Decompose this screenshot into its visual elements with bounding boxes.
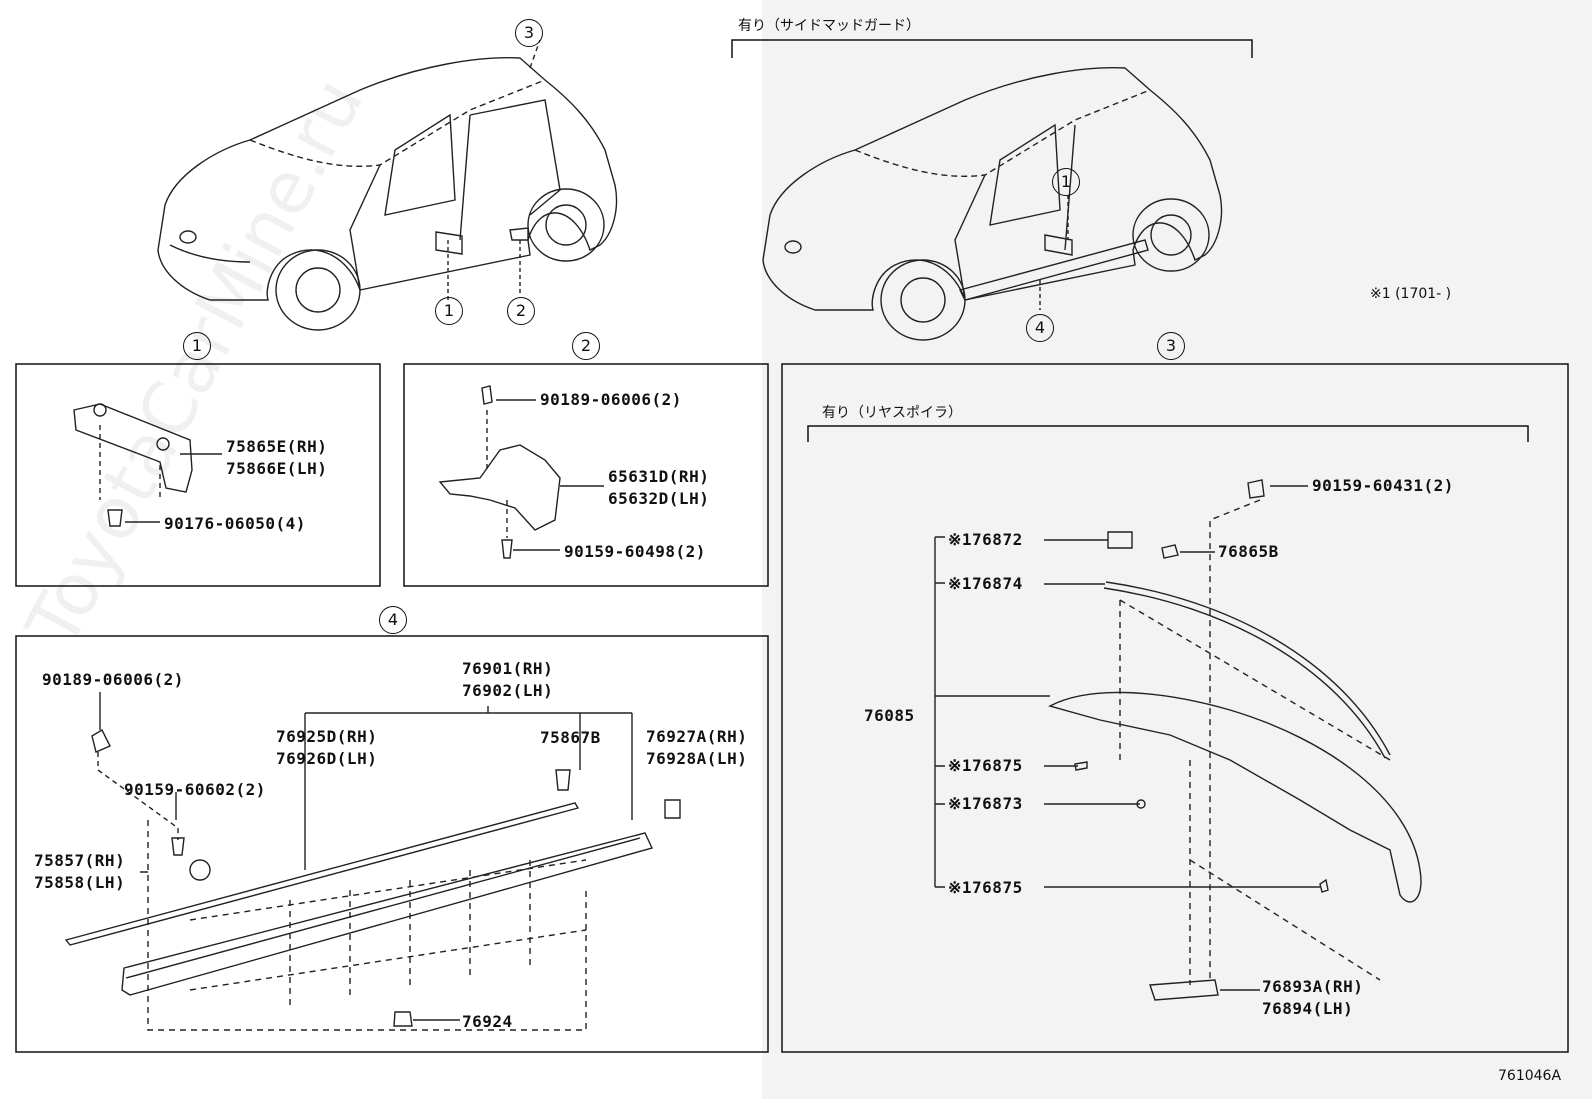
- part-75865e: 75865E(RH): [226, 437, 328, 456]
- panel-2-frame: [403, 363, 769, 587]
- panel-3-frame: [781, 363, 1569, 1053]
- variant-label-rear-spoiler: 有り（リヤスポイラ）: [822, 405, 962, 421]
- figure-code: 761046A: [1498, 1068, 1562, 1084]
- part-90159-60602: 90159-60602(2): [124, 780, 266, 799]
- part-90176-06050: 90176-06050(4): [164, 514, 306, 533]
- callout-2-car: 2: [507, 297, 535, 325]
- callout-1-car-right: 1: [1052, 168, 1080, 196]
- part-76924: 76924: [462, 1012, 513, 1031]
- part-76893a: 76893A(RH): [1262, 977, 1364, 996]
- part-76902: 76902(LH): [462, 681, 554, 700]
- callout-4-panel: 4: [379, 606, 407, 634]
- callout-1-panel: 1: [183, 332, 211, 360]
- panel-1-frame: [15, 363, 381, 587]
- part-76085: 76085: [864, 706, 915, 725]
- bracket-side-mudguard: [731, 39, 1253, 58]
- part-76873: ※176873: [948, 794, 1023, 813]
- part-76875-lower: ※176875: [948, 878, 1023, 897]
- part-76894: 76894(LH): [1262, 999, 1354, 1018]
- part-76865b: 76865B: [1218, 542, 1279, 561]
- part-76875-upper: ※176875: [948, 756, 1023, 775]
- part-76925d: 76925D(RH): [276, 727, 378, 746]
- panel-4-frame: [15, 635, 769, 1053]
- part-76872: ※176872: [948, 530, 1023, 549]
- part-76901: 76901(RH): [462, 659, 554, 678]
- part-75867b: 75867B: [540, 728, 601, 747]
- production-note: ※1 (1701- ): [1370, 286, 1452, 302]
- part-65631d: 65631D(RH): [608, 467, 710, 486]
- callout-4-car-right: 4: [1026, 314, 1054, 342]
- part-90189-06006-p4: 90189-06006(2): [42, 670, 184, 689]
- car-illustration-left: [157, 39, 618, 331]
- part-65632d: 65632D(LH): [608, 489, 710, 508]
- callout-3-top: 3: [515, 19, 543, 47]
- part-90159-60431: 90159-60431(2): [1312, 476, 1454, 495]
- callout-2-panel: 2: [572, 332, 600, 360]
- part-76928a: 76928A(LH): [646, 749, 748, 768]
- rear-spoiler-76085: [934, 479, 1422, 1001]
- mudguard-65631d: [438, 385, 604, 559]
- part-76874: ※176874: [948, 574, 1023, 593]
- callout-1-car: 1: [435, 297, 463, 325]
- variant-label-side-mudguard: 有り（サイドマッドガード）: [738, 18, 920, 34]
- part-76927a: 76927A(RH): [646, 727, 748, 746]
- part-75858: 75858(LH): [34, 873, 126, 892]
- bracket-rear-spoiler: [807, 425, 1529, 442]
- part-90159-60498: 90159-60498(2): [564, 542, 706, 561]
- side-moulding-76901: [64, 692, 681, 1031]
- part-75857: 75857(RH): [34, 851, 126, 870]
- part-90189-06006-p2: 90189-06006(2): [540, 390, 682, 409]
- part-75866e: 75866E(LH): [226, 459, 328, 478]
- callout-3-panel: 3: [1157, 332, 1185, 360]
- part-76926d: 76926D(LH): [276, 749, 378, 768]
- car-illustration-right: [762, 67, 1223, 341]
- bracket-75865e: [73, 403, 222, 527]
